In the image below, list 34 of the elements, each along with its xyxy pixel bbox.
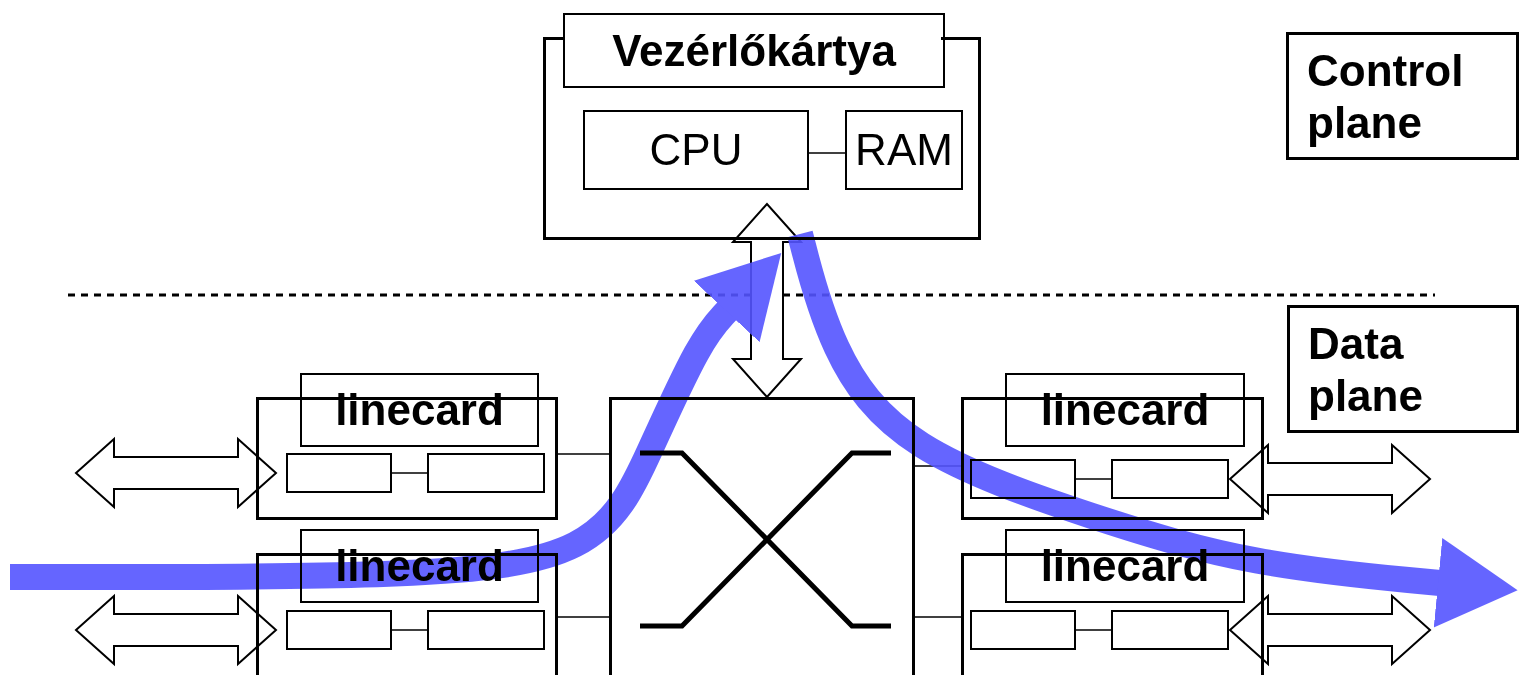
port-box — [970, 610, 1076, 650]
plane-label: Control plane — [1307, 45, 1465, 149]
double-arrow — [74, 436, 278, 510]
port-box — [427, 610, 545, 650]
port-box — [286, 453, 392, 493]
double-arrow — [1228, 442, 1432, 516]
switch-fabric-box — [609, 397, 915, 675]
port-box — [1111, 459, 1229, 499]
linecard-title: linecard — [1005, 373, 1245, 447]
connector-line — [1075, 629, 1112, 631]
double-arrow — [730, 202, 804, 399]
plane-label-box — [1287, 305, 1519, 433]
component-box — [845, 110, 963, 190]
connector-line — [808, 152, 846, 154]
plane-label-box — [1286, 32, 1519, 160]
port-box — [970, 459, 1076, 499]
connector-line — [1075, 478, 1112, 480]
card-title: Vezérlőkártya — [563, 13, 945, 88]
connector-line — [557, 453, 610, 455]
connector-line — [391, 472, 428, 474]
component-label: RAM — [855, 125, 953, 175]
plane-label: Data plane — [1308, 318, 1424, 422]
connector-line — [557, 616, 610, 618]
connector-line — [391, 629, 428, 631]
double-arrow — [1228, 593, 1432, 667]
component-box — [583, 110, 809, 190]
port-box — [286, 610, 392, 650]
connector-line — [914, 616, 962, 618]
port-box — [1111, 610, 1229, 650]
component-label: CPU — [649, 125, 743, 175]
double-arrow — [74, 593, 278, 667]
port-box — [427, 453, 545, 493]
linecard-title: linecard — [300, 373, 539, 447]
linecard-title: linecard — [1005, 529, 1245, 603]
